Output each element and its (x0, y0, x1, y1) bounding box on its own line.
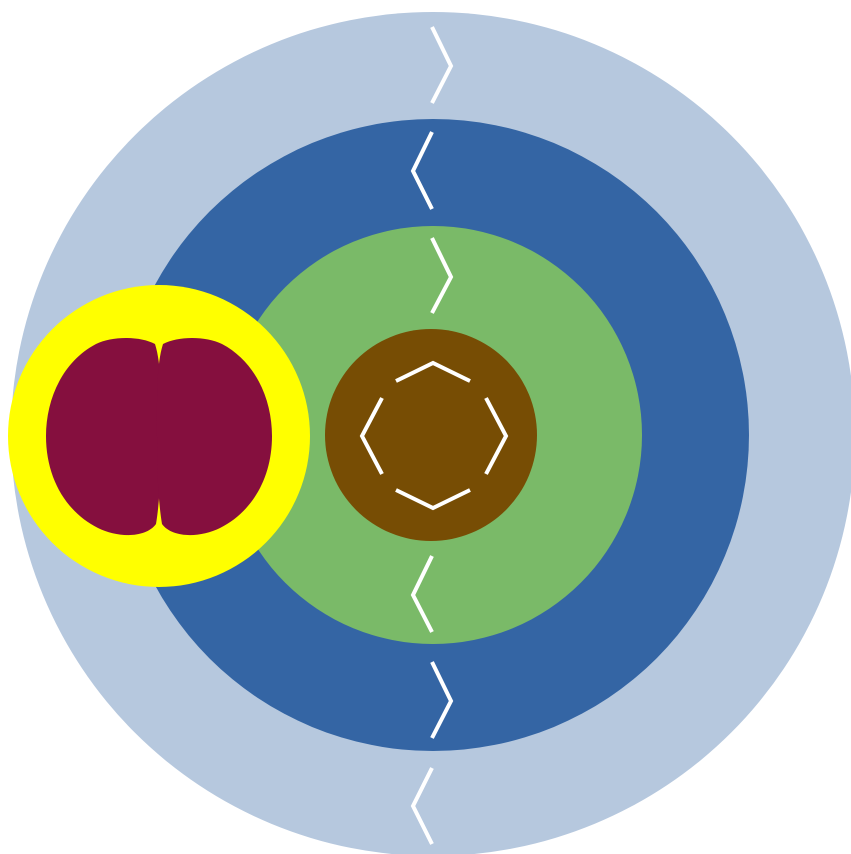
concentric-diagram (0, 0, 851, 854)
